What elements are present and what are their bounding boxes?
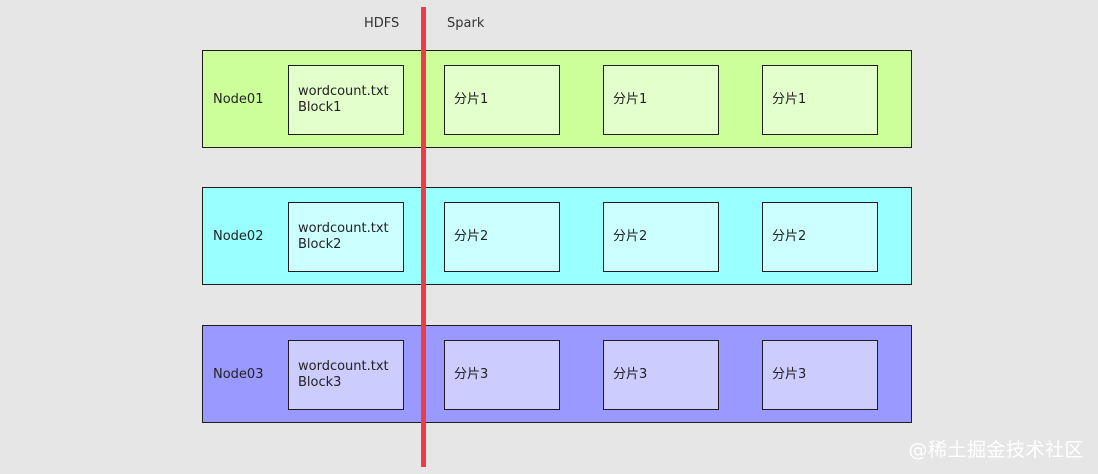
- spark-shard-box: 分片2: [444, 202, 560, 272]
- hdfs-spark-divider: [421, 7, 426, 467]
- shard-label: 分片2: [772, 229, 807, 244]
- hdfs-header: HDFS: [364, 16, 400, 31]
- spark-shard-box: 分片2: [603, 202, 719, 272]
- spark-shard-box: 分片3: [444, 340, 560, 410]
- spark-shard-box: 分片3: [762, 340, 878, 410]
- node-label-2: Node02: [213, 228, 264, 244]
- node-row-3: Node03 wordcount.txt Block3 分片3 分片3 分片3: [202, 325, 912, 423]
- block-file-name: wordcount.txt: [298, 221, 389, 236]
- watermark-text: @稀土掘金技术社区: [908, 439, 1084, 461]
- spark-shard-box: 分片1: [444, 65, 560, 135]
- block-name: Block1: [298, 100, 342, 115]
- hdfs-block-box-3: wordcount.txt Block3: [288, 340, 404, 410]
- hdfs-block-box-2: wordcount.txt Block2: [288, 202, 404, 272]
- spark-shard-box: 分片1: [603, 65, 719, 135]
- block-file-name: wordcount.txt: [298, 84, 389, 99]
- spark-shard-box: 分片3: [603, 340, 719, 410]
- shard-label: 分片3: [772, 367, 807, 382]
- node-row-1: Node01 wordcount.txt Block1 分片1 分片1 分片1: [202, 50, 912, 148]
- shard-label: 分片2: [454, 229, 489, 244]
- spark-shard-box: 分片1: [762, 65, 878, 135]
- shard-label: 分片1: [772, 92, 807, 107]
- spark-header: Spark: [447, 16, 485, 31]
- block-file-name: wordcount.txt: [298, 359, 389, 374]
- shard-label: 分片2: [613, 229, 648, 244]
- shard-label: 分片3: [613, 367, 648, 382]
- node-row-2: Node02 wordcount.txt Block2 分片2 分片2 分片2: [202, 187, 912, 285]
- hdfs-block-box-1: wordcount.txt Block1: [288, 65, 404, 135]
- block-name: Block2: [298, 237, 342, 252]
- shard-label: 分片1: [454, 92, 489, 107]
- shard-label: 分片1: [613, 92, 648, 107]
- block-name: Block3: [298, 375, 342, 390]
- node-label-1: Node01: [213, 91, 264, 107]
- spark-shard-box: 分片2: [762, 202, 878, 272]
- shard-label: 分片3: [454, 367, 489, 382]
- node-label-3: Node03: [213, 366, 264, 382]
